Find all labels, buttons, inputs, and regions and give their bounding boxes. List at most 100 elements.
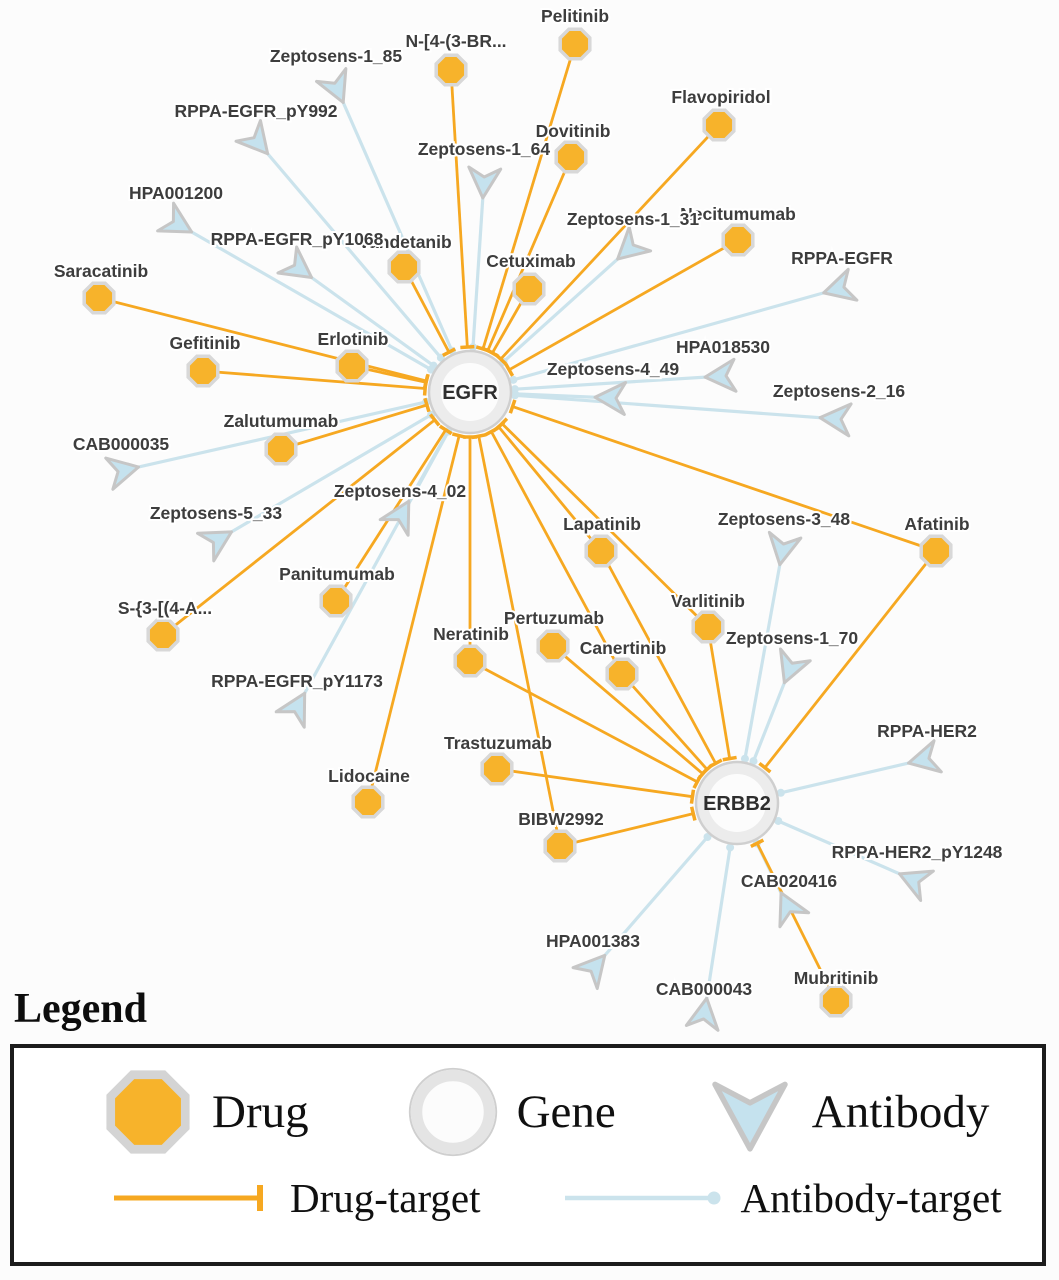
- drug-node-mubritinib[interactable]: [819, 984, 853, 1018]
- node-label: RPPA-HER2_pY1248: [832, 842, 1003, 862]
- drug-node-cetuximab[interactable]: [512, 272, 546, 306]
- antibody-node-rppa-egfr-py1068[interactable]: [276, 245, 321, 291]
- antibody-target-edge: [294, 430, 450, 710]
- layer-ab-edges: [120, 85, 927, 1017]
- node-label: RPPA-HER2: [877, 721, 977, 741]
- antibody-node-rppa-her2[interactable]: [905, 739, 943, 779]
- drug-node-vandetanib[interactable]: [387, 250, 421, 284]
- drug-node-canertinib[interactable]: [605, 657, 639, 691]
- antibody-node-zeptosens-1-64[interactable]: [467, 165, 503, 200]
- drug-node-pertuzumab[interactable]: [536, 629, 570, 663]
- node-label: Pertuzumab: [504, 608, 604, 628]
- legend-item-antibody-target: Antibody-target: [561, 1174, 1002, 1222]
- node-label: CAB020416: [741, 871, 838, 891]
- drug-node-afatinib[interactable]: [919, 534, 953, 568]
- drug-target-edge: [620, 673, 709, 771]
- drug-node-neratinib[interactable]: [453, 644, 487, 678]
- gene-label: EGFR: [442, 382, 498, 404]
- drug-target-line-sample: [114, 1185, 263, 1211]
- antibody-node-rppa-egfr-py1173[interactable]: [274, 686, 318, 729]
- network-canvas: EGFRERBB2PelitinibN-[4-(3-BR...Flavopiri…: [52, 4, 1005, 1032]
- drug-node-s-3-4-a[interactable]: [146, 618, 180, 652]
- legend-node-types: Drug Gene Antibody: [14, 1048, 1042, 1160]
- antibody-node-zeptosens-3-48[interactable]: [764, 530, 803, 567]
- antibody-edge-dot: [776, 788, 785, 797]
- gene-node-egfr[interactable]: [427, 349, 513, 435]
- node-label: Neratinib: [433, 624, 509, 644]
- antibody-node-hpa001383[interactable]: [571, 945, 617, 991]
- antibody-node-cab000043[interactable]: [684, 996, 722, 1032]
- antibody-target-edge: [254, 138, 443, 359]
- drug-node-necitumumab[interactable]: [721, 223, 755, 257]
- node-label: Saracatinib: [54, 261, 148, 281]
- node-label: Vandetanib: [358, 232, 451, 252]
- legend-antibody-label: Antibody: [811, 1086, 990, 1138]
- gene-node-erbb2[interactable]: [694, 760, 780, 846]
- node-label: Gefitinib: [170, 333, 241, 353]
- drug-target-edge: [280, 403, 428, 451]
- drug-node-lapatinib[interactable]: [584, 534, 618, 568]
- antibody-target-edge: [780, 757, 927, 795]
- legend-item-gene: Gene: [405, 1064, 616, 1160]
- node-label: N-[4-(3-BR...: [405, 31, 506, 51]
- node-label: Zeptosens-1_85: [270, 46, 403, 66]
- antibody-target-line-sample: [564, 1191, 721, 1205]
- node-label: Cetuximab: [486, 251, 575, 271]
- legend-box: Drug Gene Antibody Drug-target: [10, 1044, 1046, 1266]
- drug-node-erlotinib[interactable]: [335, 349, 369, 383]
- drug-edge-tee: [438, 424, 453, 436]
- drug-node-lidocaine[interactable]: [351, 785, 385, 819]
- antibody-target-edge: [471, 179, 486, 348]
- node-label: S-{3-[(4-A...: [118, 598, 212, 618]
- node-label: Varlitinib: [671, 591, 745, 611]
- node-label: Dovitinib: [536, 121, 611, 141]
- antibody-node-rppa-egfr[interactable]: [819, 267, 859, 308]
- drug-node-zalutumumab[interactable]: [264, 432, 298, 466]
- legend-item-drug: Drug: [100, 1064, 309, 1160]
- node-label: Necitumumab: [680, 204, 796, 224]
- antibody-node-zeptosens-1-85[interactable]: [315, 67, 358, 109]
- antibody-node-cab020416[interactable]: [767, 886, 811, 929]
- antibody-legend-icon: [712, 1081, 788, 1152]
- antibody-node-cab000035[interactable]: [104, 451, 142, 491]
- antibody-node-hpa001200[interactable]: [156, 201, 200, 246]
- legend-item-drug-target: Drug-target: [110, 1174, 481, 1222]
- antibody-target-edge: [512, 286, 842, 382]
- drug-target-edge: [486, 156, 573, 352]
- drug-target-edge: [599, 550, 717, 765]
- node-label: RPPA-EGFR_pY1068: [211, 229, 384, 249]
- antibody-target-edge: [296, 265, 435, 367]
- antibody-node-zeptosens-1-70[interactable]: [770, 647, 812, 689]
- drug-node-saracatinib[interactable]: [82, 281, 116, 315]
- drug-node-trastuzumab[interactable]: [480, 752, 514, 786]
- antibody-node-zeptosens-4-49[interactable]: [593, 381, 628, 416]
- antibody-node-zeptosens-2-16[interactable]: [818, 402, 853, 438]
- node-label: Canertinib: [580, 638, 667, 658]
- antibody-node-zeptosens-4-02[interactable]: [378, 493, 423, 537]
- antibody-target-edge: [777, 819, 917, 883]
- drug-node-varlitinib[interactable]: [691, 610, 725, 644]
- antibody-node-zeptosens-1-31[interactable]: [607, 225, 653, 271]
- drug-edge-tee: [689, 806, 697, 821]
- drug-node-pelitinib[interactable]: [558, 27, 592, 61]
- antibody-target-edge: [514, 374, 724, 391]
- antibody-node-hpa018530[interactable]: [703, 357, 738, 393]
- node-label: RPPA-EGFR_pY1173: [211, 671, 383, 691]
- antibody-edge-dot: [509, 375, 518, 384]
- drug-node-panitumumab[interactable]: [319, 584, 353, 618]
- drug-node-n-4-3-br[interactable]: [434, 53, 468, 87]
- drug-node-flavopiridol[interactable]: [702, 108, 736, 142]
- node-label: Zeptosens-4_49: [547, 359, 680, 379]
- antibody-node-rppa-her2-py1248[interactable]: [893, 859, 935, 902]
- node-label: RPPA-EGFR: [791, 248, 893, 268]
- antibody-target-edge: [502, 245, 633, 364]
- antibody-node-rppa-egfr-py992[interactable]: [234, 118, 280, 164]
- drug-target-edge: [508, 238, 739, 372]
- drug-node-dovitinib[interactable]: [554, 140, 588, 174]
- antibody-node-zeptosens-5-33[interactable]: [196, 518, 240, 563]
- node-label: Panitumumab: [279, 564, 395, 584]
- drug-node-gefitinib[interactable]: [186, 354, 220, 388]
- node-label: Pelitinib: [541, 6, 609, 26]
- node-label: Zeptosens-5_33: [150, 503, 283, 523]
- drug-node-bibw2992[interactable]: [543, 829, 577, 863]
